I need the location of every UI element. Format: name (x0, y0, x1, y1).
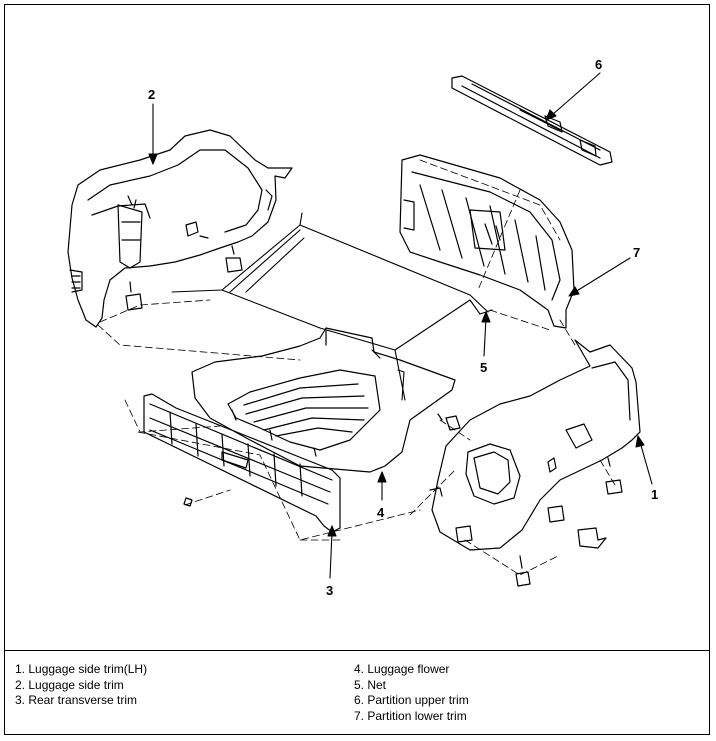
callout-1: 1 (651, 487, 659, 502)
callout-4: 4 (377, 505, 385, 520)
callout-3: 3 (326, 583, 334, 598)
legend-item: 5. Net (354, 677, 387, 692)
legend-item: 4. Luggage flower (354, 662, 450, 676)
leader-lines (148, 72, 653, 579)
net-part (171, 212, 493, 401)
diagram-frame (4, 4, 710, 735)
rear-transverse-trim-part (143, 393, 341, 533)
luggage-side-trim-left-part (67, 129, 293, 328)
callout-7: 7 (633, 245, 641, 260)
partition-lower-trim-part (399, 154, 575, 329)
legend-item: 1. Luggage side trim(LH) (15, 662, 148, 676)
luggage-side-trim-lh-part (429, 339, 641, 587)
legend-right-column: 4. Luggage flower 5. Net 6. Partition up… (354, 662, 469, 724)
legend-item: 2. Luggage side trim (15, 677, 124, 692)
legend-divider (4, 650, 710, 651)
callout-5: 5 (480, 360, 488, 375)
callout-6: 6 (595, 57, 603, 72)
legend-item: 6. Partition upper trim (354, 693, 469, 707)
assembly-guide-lines (97, 159, 616, 576)
legend-left-column: 1. Luggage side trim(LH) 2. Luggage side… (15, 662, 147, 709)
partition-upper-trim-part (451, 75, 613, 166)
legend-item: 7. Partition lower trim (354, 708, 467, 723)
legend-item: 3. Rear transverse trim (15, 693, 138, 707)
callout-2: 2 (148, 87, 156, 102)
luggage-floor-part (191, 327, 456, 473)
